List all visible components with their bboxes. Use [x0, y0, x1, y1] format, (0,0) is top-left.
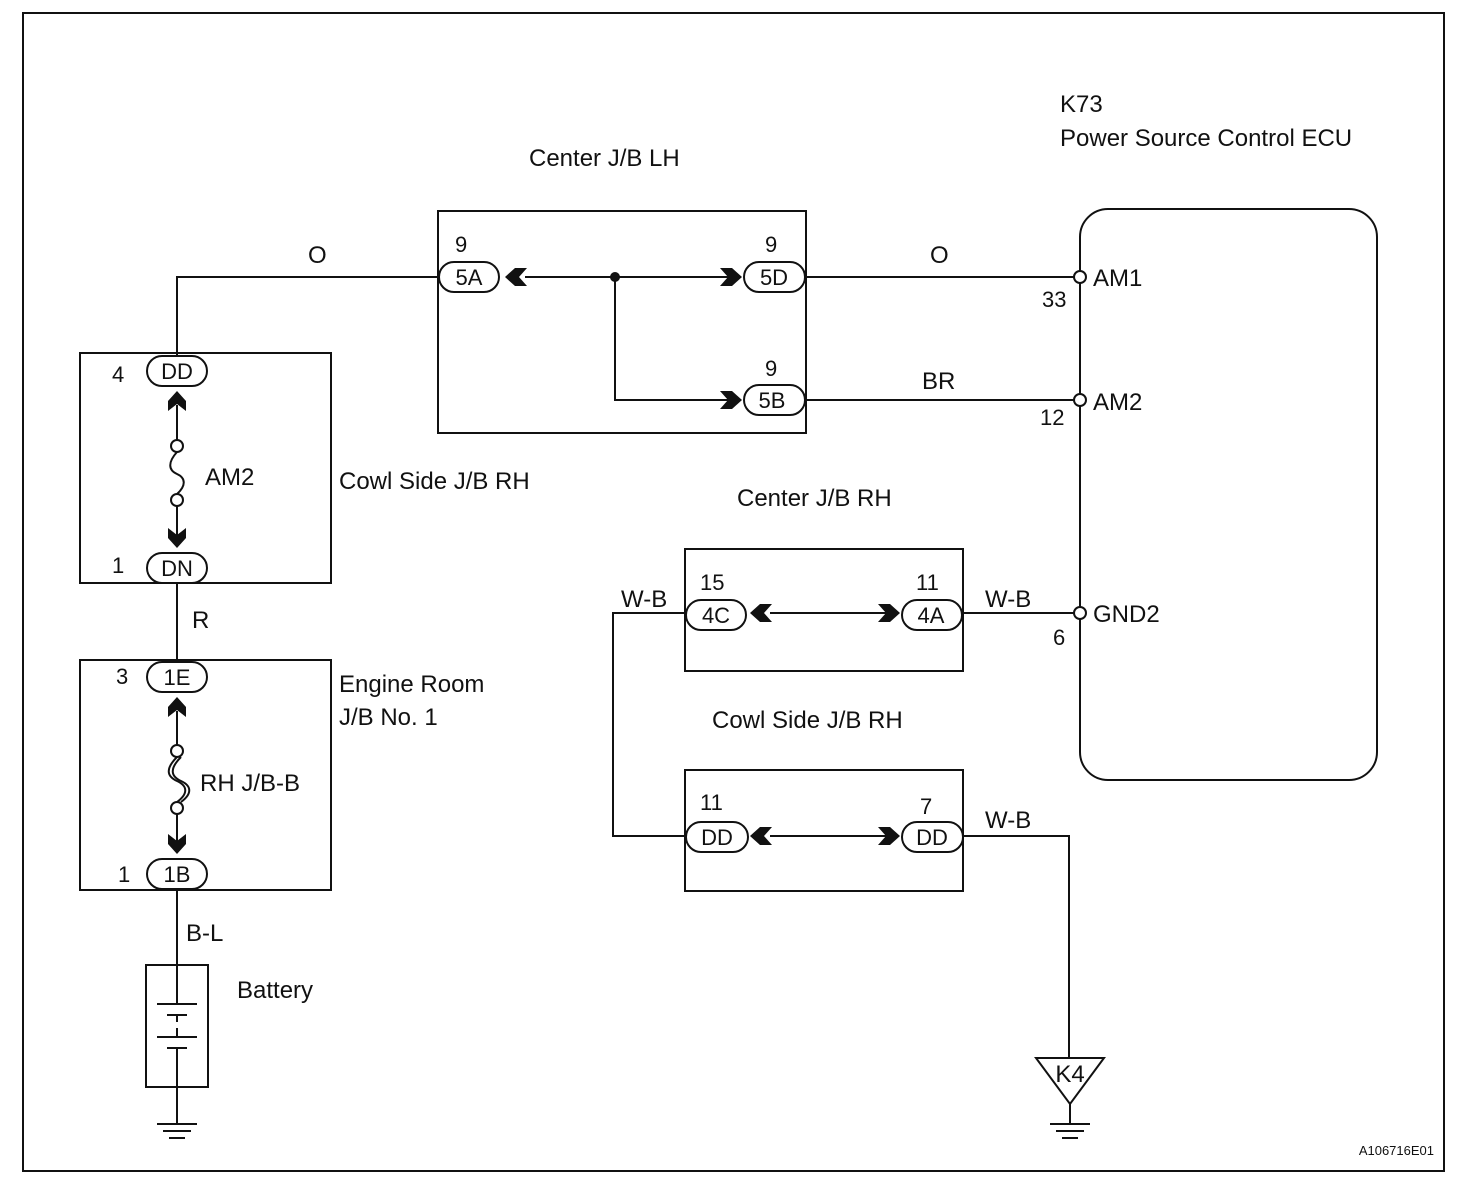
center-jb-lh-title: Center J/B LH — [529, 145, 680, 172]
center-jb-lh-splice — [610, 272, 620, 282]
ecu-pin-am2: 12 — [1040, 405, 1064, 430]
center-jb-lh: Center J/B LH 5A 9 5D 9 5B 9 — [437, 145, 807, 434]
center-jb-rh-title: Center J/B RH — [737, 485, 892, 512]
connector-dd-7-pin: 7 — [920, 794, 932, 819]
battery-label: Battery — [237, 977, 313, 1004]
fuse-am2-terminal-bottom — [170, 493, 184, 507]
arrow-dd-11 — [750, 827, 772, 845]
connector-dd-11-pin: 11 — [700, 790, 723, 815]
connector-1e-pin: 3 — [116, 664, 128, 689]
ecu-terminal-am2 — [1073, 393, 1087, 407]
fuse-rhjbb-terminal-top — [170, 744, 184, 758]
wire-o-left-label: O — [308, 242, 327, 269]
fuse-rhjbb-terminal-bottom — [170, 801, 184, 815]
arrow-1b — [168, 834, 186, 854]
wire-wb-ecu-label: W-B — [985, 586, 1031, 613]
wire-bl-label: B-L — [186, 920, 223, 947]
connector-5d-pin: 9 — [765, 232, 777, 257]
arrow-5b — [720, 391, 742, 409]
ecu-terminal-am1 — [1073, 270, 1087, 284]
connector-dd-7-code: DD — [916, 825, 948, 850]
connector-5a-pin: 9 — [455, 232, 467, 257]
cowl-side-jb-rh-left-title: Cowl Side J/B RH — [339, 468, 530, 495]
fusible-link-icon-double — [171, 756, 191, 803]
connector-dn-code: DN — [161, 556, 193, 581]
arrow-dd-top — [168, 391, 186, 411]
ground-point-label: K4 — [1055, 1061, 1084, 1088]
power-source-control-ecu: K73 Power Source Control ECU AM1 AM2 GND… — [1040, 91, 1378, 781]
battery: Battery — [145, 890, 313, 1139]
engine-room-jb-no1: Engine Room J/B No. 1 1E 3 1B 1 RH J/B-B — [79, 659, 484, 891]
wire-br-label: BR — [922, 368, 955, 395]
ecu-code: K73 — [1060, 91, 1103, 118]
connector-5a-code: 5A — [456, 265, 483, 290]
connector-dd-top-pin: 4 — [112, 362, 124, 387]
connector-dd-11-code: DD — [701, 825, 733, 850]
ground-point-triangle — [1034, 1057, 1106, 1106]
fuse-am2-icon — [169, 451, 185, 495]
wire-wb-ground — [963, 835, 1070, 1058]
connector-4a-pin: 11 — [916, 570, 939, 595]
cowl-side-jb-rh-left-box — [79, 352, 332, 584]
cowl-side-jb-rh-left: Cowl Side J/B RH DD 4 DN 1 AM2 — [79, 352, 530, 584]
connector-4a — [901, 599, 963, 631]
fuse-rhjbb-label: RH J/B-B — [200, 770, 300, 797]
connector-5b-pin: 9 — [765, 356, 777, 381]
arrow-dd-7 — [878, 827, 900, 845]
ecu-terminal-am1-label: AM1 — [1093, 265, 1142, 292]
ecu-box — [1079, 208, 1378, 781]
ecu-terminal-am2-label: AM2 — [1093, 389, 1142, 416]
ecu-terminal-gnd2 — [1073, 606, 1087, 620]
center-jb-rh-box — [684, 548, 964, 672]
wire-wb-left-label: W-B — [621, 586, 667, 613]
cowl-side-jb-rh-right-box — [684, 769, 964, 892]
wire-r-label: R — [192, 607, 209, 634]
connector-4c-pin: 15 — [700, 570, 724, 595]
wire-wb-left — [612, 612, 686, 837]
arrow-5d — [720, 268, 742, 286]
connector-1e-code: 1E — [164, 665, 191, 690]
wire-o-left — [176, 276, 439, 356]
connector-1b — [146, 858, 208, 890]
ecu-pin-am1: 33 — [1042, 287, 1066, 312]
fuse-am2-label: AM2 — [205, 464, 254, 491]
wire-o-right-label: O — [930, 242, 949, 269]
connector-4c — [685, 599, 747, 631]
ecu-pin-gnd2: 6 — [1053, 625, 1065, 650]
connector-1b-code: 1B — [164, 862, 191, 887]
arrow-1e — [168, 697, 186, 717]
cowl-side-jb-rh-right-title: Cowl Side J/B RH — [712, 707, 903, 734]
engine-room-jb-title-1: Engine Room — [339, 671, 484, 698]
arrow-dn — [168, 528, 186, 548]
connector-1b-pin: 1 — [118, 862, 130, 887]
center-jb-lh-branch — [614, 277, 730, 401]
ecu-name: Power Source Control ECU — [1060, 125, 1352, 152]
arrow-4c — [750, 604, 772, 622]
connector-5b-code: 5B — [759, 388, 786, 413]
ecu-terminal-gnd2-label: GND2 — [1093, 601, 1160, 628]
connector-4a-code: 4A — [918, 603, 945, 628]
wire-wb-ground-label: W-B — [985, 807, 1031, 834]
connector-dn-pin: 1 — [112, 553, 124, 578]
diagram-frame — [22, 12, 1445, 1172]
cowl-side-jb-rh-right: Cowl Side J/B RH DD 11 DD 7 — [684, 707, 964, 892]
connector-5d-code: 5D — [760, 265, 788, 290]
arrow-4a — [878, 604, 900, 622]
arrow-5a — [505, 268, 527, 286]
center-jb-lh-box — [437, 210, 807, 434]
connector-4c-code: 4C — [702, 603, 730, 628]
ground-point-k4: K4 — [1034, 1057, 1106, 1139]
engine-room-jb-title-2: J/B No. 1 — [339, 704, 438, 731]
figure-id: A106716E01 — [1359, 1143, 1434, 1158]
engine-room-jb-box — [79, 659, 332, 891]
connector-dd-top-code: DD — [161, 359, 193, 384]
fuse-am2-terminal-top — [170, 439, 184, 453]
fusible-link-icon — [167, 756, 187, 803]
center-jb-rh: Center J/B RH 4C 15 4A 11 — [684, 485, 964, 672]
